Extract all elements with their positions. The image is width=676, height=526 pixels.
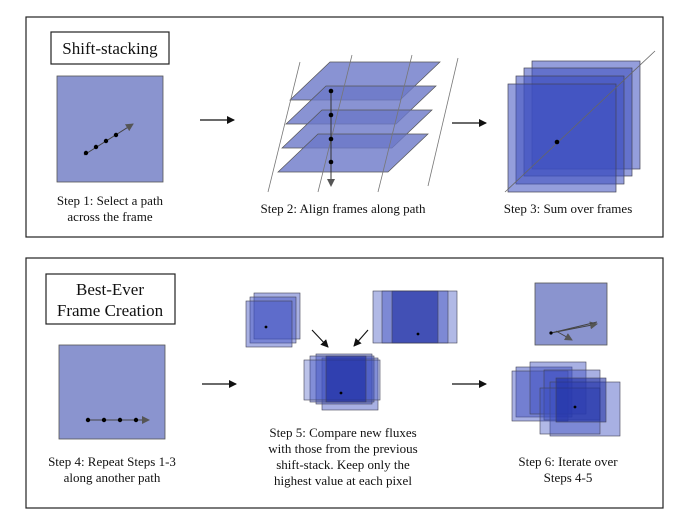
step4-caption-line2: along another path — [64, 470, 161, 485]
step5-caption-line3: shift-stack. Keep only the — [276, 457, 410, 472]
step2-caption: Step 2: Align frames along path — [260, 201, 426, 216]
step4-caption-line1: Step 4: Repeat Steps 1-3 — [48, 454, 176, 469]
step3-caption: Step 3: Sum over frames — [504, 201, 633, 216]
panel1-title-box: Shift-stacking — [50, 31, 170, 65]
panel-best-ever: Best-Ever Frame Creation Step 4: Repeat … — [25, 257, 664, 509]
step5-caption-line4: highest value at each pixel — [274, 473, 412, 488]
step5-stack-combined — [303, 353, 381, 411]
step5-caption-line1: Step 5: Compare new fluxes — [269, 425, 416, 440]
step5-stack-left — [245, 292, 301, 348]
step5-caption-line2: with those from the previous — [268, 441, 417, 456]
step6-frame — [534, 282, 608, 346]
step2-aligned-stack — [267, 54, 459, 193]
path-point — [83, 150, 89, 156]
path-point — [103, 138, 109, 144]
step3-summed-frames — [504, 50, 656, 193]
path-point — [113, 132, 119, 138]
panel2-title-line1: Best-Ever — [76, 280, 144, 299]
step4-frame — [58, 344, 166, 440]
step6-stacks — [511, 361, 621, 437]
step1-caption-line1: Step 1: Select a path — [57, 193, 164, 208]
step6-caption-line2: Steps 4-5 — [544, 470, 593, 485]
panel2-title-line2: Frame Creation — [57, 301, 164, 320]
step6-caption-line1: Step 6: Iterate over — [518, 454, 618, 469]
panel2-title-box: Best-Ever Frame Creation — [45, 273, 176, 325]
path-point — [93, 144, 99, 150]
step1-caption-line2: across the frame — [67, 209, 152, 224]
panel-shift-stacking: Shift-stacking Step 1: Select a path acr… — [25, 16, 664, 238]
step5-stack-right — [372, 290, 458, 344]
panel1-title: Shift-stacking — [62, 39, 158, 58]
step1-frame — [56, 75, 164, 183]
